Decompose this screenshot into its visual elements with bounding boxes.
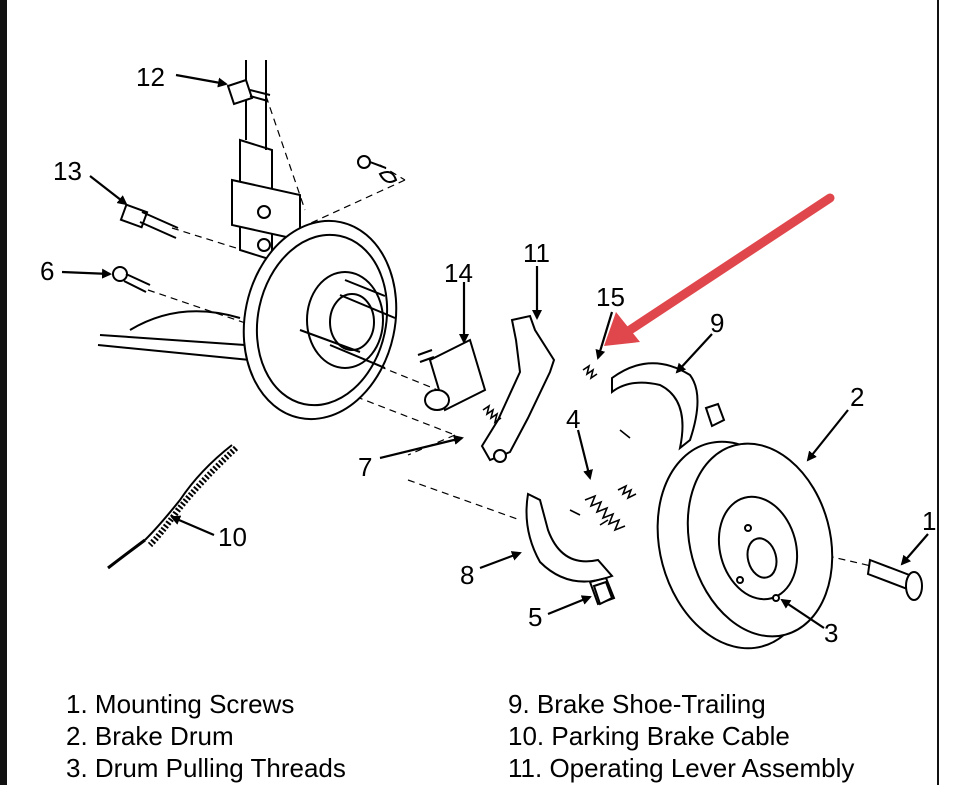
legend-item: 11. Operating Lever Assembly bbox=[508, 753, 855, 783]
callout-10: 10 bbox=[218, 522, 247, 552]
bolt-12 bbox=[226, 78, 271, 106]
callout-4: 4 bbox=[566, 404, 580, 434]
operating-lever bbox=[480, 314, 556, 463]
callout-9: 9 bbox=[710, 308, 724, 338]
strut-assembly bbox=[231, 60, 301, 262]
callout-7: 7 bbox=[358, 452, 372, 482]
legend-item: 3. Drum Pulling Threads bbox=[66, 753, 346, 783]
legend-column-right: 9. Brake Shoe-Trailing 10. Parking Brake… bbox=[508, 688, 854, 784]
backing-plate bbox=[242, 219, 398, 421]
legend-item: 9. Brake Shoe-Trailing bbox=[508, 689, 766, 719]
callout-5: 5 bbox=[528, 602, 542, 632]
callout-15: 15 bbox=[596, 282, 625, 312]
springs bbox=[482, 364, 637, 532]
parking-brake-cable bbox=[107, 444, 239, 570]
brake-shoe-trailing bbox=[611, 362, 726, 451]
callout-1: 1 bbox=[922, 506, 936, 536]
bolt-6 bbox=[112, 266, 151, 293]
brake-exploded-diagram: 12 13 6 14 11 15 9 2 4 1 7 10 8 5 3 bbox=[40, 60, 936, 650]
wheel-cylinder bbox=[417, 338, 487, 412]
callout-leaders bbox=[61, 73, 929, 629]
frame-left-border bbox=[0, 0, 7, 785]
callout-6: 6 bbox=[40, 256, 54, 286]
legend-item: 1. Mounting Screws bbox=[66, 689, 295, 719]
brake-drum bbox=[656, 440, 834, 650]
legend-column-left: 1. Mounting Screws 2. Brake Drum 3. Drum… bbox=[66, 688, 346, 784]
legend-item: 10. Parking Brake Cable bbox=[508, 721, 790, 751]
clip-5 bbox=[592, 580, 614, 606]
callout-13: 13 bbox=[53, 156, 82, 186]
pin-top bbox=[357, 155, 398, 183]
frame-right-border bbox=[937, 0, 939, 785]
callout-2: 2 bbox=[850, 382, 864, 412]
legend-item: 2. Brake Drum bbox=[66, 721, 234, 751]
bolt-13 bbox=[119, 203, 179, 239]
parts-legend: 1. Mounting Screws 2. Brake Drum 3. Drum… bbox=[0, 688, 937, 785]
callout-3: 3 bbox=[824, 618, 838, 648]
axle-arm bbox=[97, 310, 251, 361]
highlight-arrow bbox=[604, 193, 835, 346]
callout-14: 14 bbox=[444, 258, 473, 288]
mounting-screw bbox=[866, 558, 923, 601]
callout-12: 12 bbox=[136, 62, 165, 92]
callout-11: 11 bbox=[523, 238, 550, 268]
callout-8: 8 bbox=[460, 560, 474, 590]
page-edge bbox=[939, 0, 953, 785]
